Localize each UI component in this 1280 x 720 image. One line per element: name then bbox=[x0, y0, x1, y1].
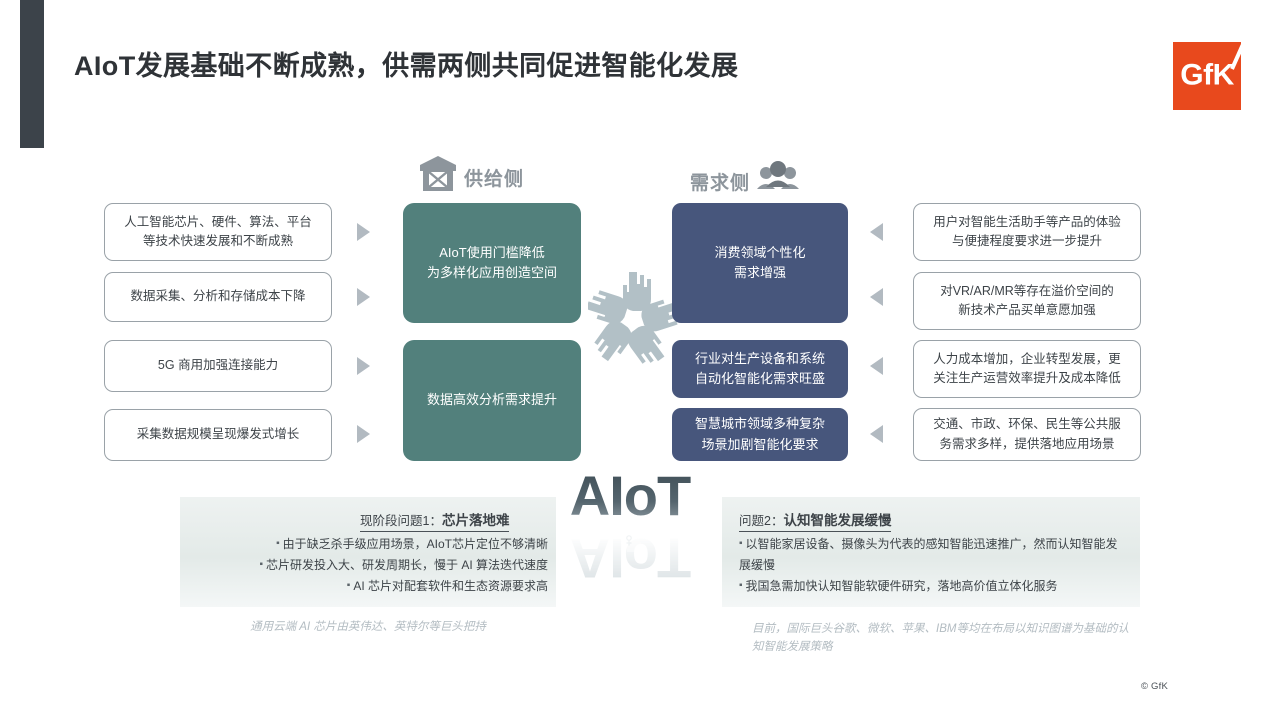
list-item: ▪以智能家居设备、摄像头为代表的感知智能迅速推广，然而认知智能发展缓慢 bbox=[739, 534, 1129, 576]
demand-factor-box[interactable]: 人力成本增加，企业转型发展，更关注生产运营效率提升及成本降低 bbox=[913, 340, 1141, 398]
barn-icon bbox=[418, 155, 458, 199]
demand-factor-text: 交通、市政、环保、民生等公共服务需求多样，提供落地应用场景 bbox=[933, 417, 1121, 451]
demand-factor-text: 用户对智能生活助手等产品的体验与便捷程度要求进一步提升 bbox=[933, 214, 1121, 248]
people-group-icon bbox=[756, 160, 800, 202]
list-item-text: 以智能家居设备、摄像头为代表的感知智能迅速推广，然而认知智能发展缓慢 bbox=[739, 537, 1118, 572]
demand-outcome-text: 行业对生产设备和系统自动化智能化需求旺盛 bbox=[694, 350, 825, 386]
supply-factor-text: 采集数据规模呈现爆发式增长 bbox=[136, 427, 300, 442]
demand-factor-box[interactable]: 用户对智能生活助手等产品的体验与便捷程度要求进一步提升 bbox=[913, 203, 1141, 261]
page-title: AIoT发展基础不断成熟，供需两侧共同促进智能化发展 bbox=[74, 51, 739, 81]
demand-outcome-box[interactable]: 消费领域个性化需求增强 bbox=[672, 203, 848, 323]
supply-factor-box[interactable]: 人工智能芯片、硬件、算法、平台等技术快速发展和不断成熟 bbox=[104, 203, 332, 261]
supply-factor-text: 数据采集、分析和存储成本下降 bbox=[130, 289, 306, 304]
ai-head-icon bbox=[617, 528, 643, 561]
supply-side-label: 供给侧 bbox=[464, 168, 525, 190]
issue-left-heading-strong: 芯片落地难 bbox=[441, 513, 510, 528]
supply-outcome-text: 数据高效分析需求提升 bbox=[426, 392, 557, 408]
supply-factor-box[interactable]: 5G 商用加强连接能力 bbox=[104, 340, 332, 392]
demand-side-header: 需求侧 bbox=[690, 160, 800, 202]
supply-factor-text: 5G 商用加强连接能力 bbox=[157, 358, 279, 373]
list-item: ▪由于缺乏杀手级应用场景，AIoT芯片定位不够清晰 bbox=[180, 534, 556, 555]
list-item-text: 由于缺乏杀手级应用场景，AIoT芯片定位不够清晰 bbox=[282, 537, 548, 551]
list-item-text: 我国急需加快认知智能软硬件研究，落地高价值立体化服务 bbox=[745, 579, 1058, 593]
joined-hands-icon bbox=[586, 270, 680, 370]
list-item-text: AI 芯片对配套软件和生态资源要求高 bbox=[353, 579, 548, 593]
gfk-logo-text: GfK bbox=[1180, 58, 1234, 92]
list-item: ▪我国急需加快认知智能软硬件研究，落地高价值立体化服务 bbox=[739, 576, 1129, 597]
issue-right-heading: 问题2：认知智能发展缓慢 bbox=[739, 509, 892, 532]
supply-factor-box[interactable]: 数据采集、分析和存储成本下降 bbox=[104, 272, 332, 322]
aiot-watermark: AIoT AIoT bbox=[540, 468, 720, 598]
supply-arrow-icon bbox=[357, 223, 370, 241]
gfk-logo: GfK bbox=[1173, 42, 1241, 110]
list-item: ▪AI 芯片对配套软件和生态资源要求高 bbox=[180, 576, 556, 597]
issue-panel-left bbox=[180, 497, 556, 607]
bullet-icon: ▪ bbox=[259, 559, 263, 570]
demand-outcome-box[interactable]: 智慧城市领域多种复杂场景加剧智能化要求 bbox=[672, 408, 848, 461]
supply-factor-text: 人工智能芯片、硬件、算法、平台等技术快速发展和不断成熟 bbox=[124, 214, 312, 248]
issue-panel-right bbox=[722, 497, 1140, 607]
supply-arrow-icon bbox=[357, 357, 370, 375]
list-item-text: 芯片研发投入大、研发周期长，慢于 AI 算法迭代速度 bbox=[265, 558, 548, 572]
demand-arrow-icon bbox=[870, 223, 883, 241]
issue-right-heading-strong: 认知智能发展缓慢 bbox=[783, 513, 892, 528]
footer-copyright: © GfK bbox=[1141, 681, 1169, 692]
demand-outcome-text: 消费领域个性化需求增强 bbox=[714, 244, 806, 280]
demand-factor-box[interactable]: 对VR/AR/MR等存在溢价空间的新技术产品买单意愿加强 bbox=[913, 272, 1141, 330]
supply-arrow-icon bbox=[357, 288, 370, 306]
list-item: ▪芯片研发投入大、研发周期长，慢于 AI 算法迭代速度 bbox=[180, 555, 556, 576]
aiot-watermark-reflection: AIoT bbox=[569, 527, 691, 590]
title-accent-bar bbox=[20, 0, 44, 148]
demand-arrow-icon bbox=[870, 357, 883, 375]
issue-right-note: 目前，国际巨头谷歌、微软、苹果、IBM等均在布局以知识图谱为基础的认知智能发展策… bbox=[752, 623, 1129, 654]
supply-outcome-box[interactable]: 数据高效分析需求提升 bbox=[403, 340, 581, 461]
bullet-icon: ▪ bbox=[346, 580, 351, 591]
demand-outcome-text: 智慧城市领域多种复杂场景加剧智能化要求 bbox=[694, 416, 825, 452]
demand-arrow-icon bbox=[870, 425, 883, 443]
issue-left-list: ▪由于缺乏杀手级应用场景，AIoT芯片定位不够清晰 ▪芯片研发投入大、研发周期长… bbox=[180, 534, 556, 597]
supply-factor-box[interactable]: 采集数据规模呈现爆发式增长 bbox=[104, 409, 332, 461]
issue-left-note: 通用云端 AI 芯片由英伟达、英特尔等巨头把持 bbox=[250, 621, 486, 633]
demand-arrow-icon bbox=[870, 288, 883, 306]
supply-outcome-text: AIoT使用门槛降低为多样化应用创造空间 bbox=[426, 244, 557, 280]
issue-right-list: ▪以智能家居设备、摄像头为代表的感知智能迅速推广，然而认知智能发展缓慢 ▪我国急… bbox=[739, 534, 1129, 597]
issue-left-heading: 现阶段问题1：芯片落地难 bbox=[360, 509, 510, 532]
bullet-icon: ▪ bbox=[739, 538, 743, 549]
demand-factor-text: 对VR/AR/MR等存在溢价空间的新技术产品买单意愿加强 bbox=[940, 283, 1114, 317]
supply-arrow-icon bbox=[357, 425, 370, 443]
demand-outcome-box[interactable]: 行业对生产设备和系统自动化智能化需求旺盛 bbox=[672, 340, 848, 398]
issue-right-heading-prefix: 问题2： bbox=[739, 514, 784, 528]
aiot-watermark-text: AIoT bbox=[540, 468, 720, 524]
supply-side-header: 供给侧 bbox=[418, 155, 524, 199]
bullet-icon: ▪ bbox=[276, 538, 280, 549]
demand-side-label: 需求侧 bbox=[690, 172, 751, 194]
supply-outcome-box[interactable]: AIoT使用门槛降低为多样化应用创造空间 bbox=[403, 203, 581, 323]
demand-factor-box[interactable]: 交通、市政、环保、民生等公共服务需求多样，提供落地应用场景 bbox=[913, 408, 1141, 461]
bullet-icon: ▪ bbox=[739, 580, 743, 591]
demand-factor-text: 人力成本增加，企业转型发展，更关注生产运营效率提升及成本降低 bbox=[933, 351, 1121, 385]
issue-left-heading-prefix: 现阶段问题1： bbox=[360, 514, 442, 528]
